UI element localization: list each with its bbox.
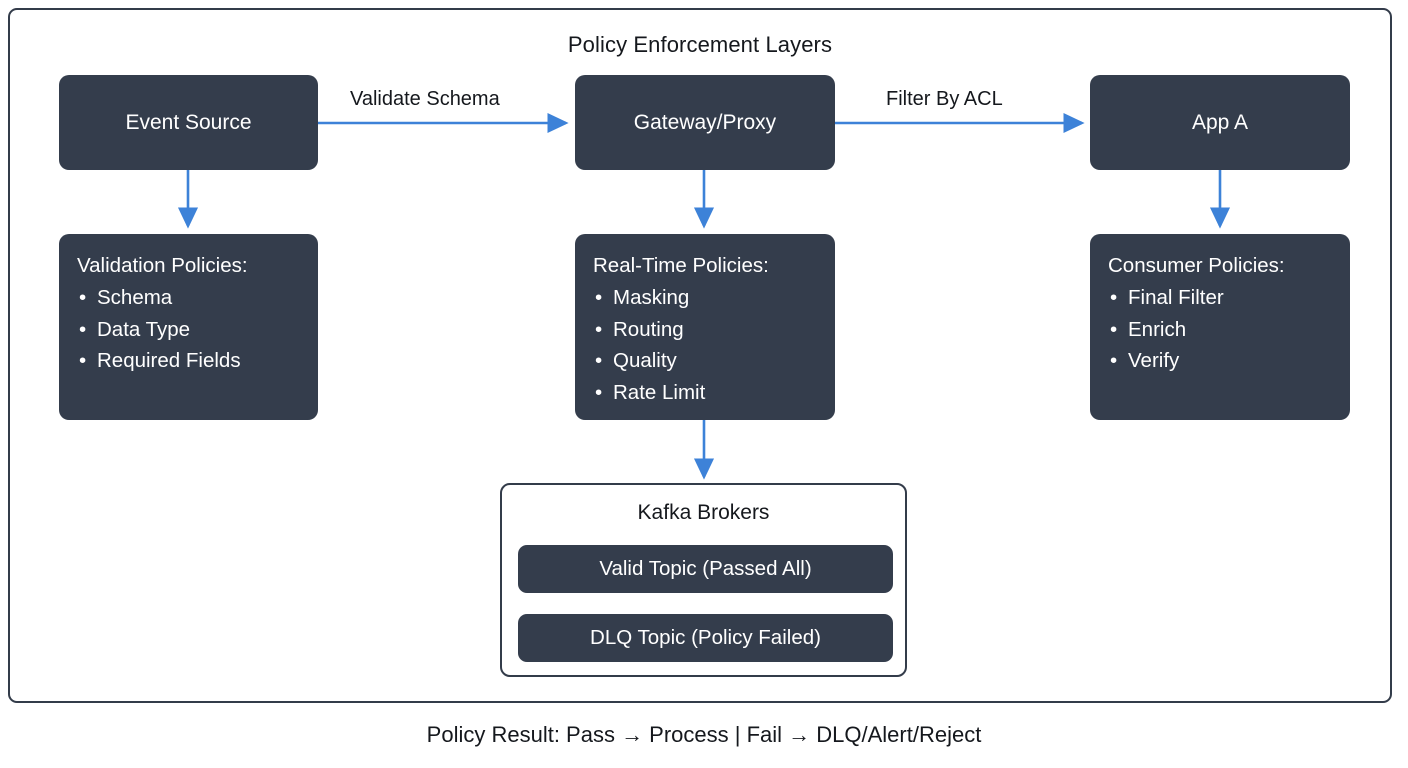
edge-label-validate-schema: Validate Schema [350, 88, 500, 110]
topic-dlq[interactable]: DLQ Topic (Policy Failed) [518, 614, 893, 662]
list-item: Masking [593, 282, 817, 314]
node-event-source[interactable]: Event Source [59, 75, 318, 170]
node-gateway-proxy-label: Gateway/Proxy [633, 110, 777, 134]
list-item: Final Filter [1108, 282, 1332, 314]
edge-label-filter-by-acl: Filter By ACL [886, 88, 1003, 110]
list-item: Enrich [1108, 314, 1332, 346]
topic-dlq-label: DLQ Topic (Policy Failed) [590, 626, 821, 649]
node-event-source-label: Event Source [125, 110, 252, 134]
topic-valid-label: Valid Topic (Passed All) [599, 557, 812, 580]
validation-policies-title: Validation Policies: [77, 254, 248, 277]
list-item: Rate Limit [593, 377, 817, 409]
node-validation-policies[interactable]: Validation Policies: Schema Data Type Re… [59, 234, 318, 420]
node-app-a[interactable]: App A [1090, 75, 1350, 170]
topic-valid[interactable]: Valid Topic (Passed All) [518, 545, 893, 593]
node-consumer-policies[interactable]: Consumer Policies: Final Filter Enrich V… [1090, 234, 1350, 420]
list-item: Schema [77, 282, 300, 314]
node-realtime-policies[interactable]: Real-Time Policies: Masking Routing Qual… [575, 234, 835, 420]
realtime-policies-list: Masking Routing Quality Rate Limit [593, 282, 817, 409]
group-kafka-brokers: Kafka Brokers Valid Topic (Passed All) D… [500, 483, 907, 677]
diagram-title: Policy Enforcement Layers [567, 32, 833, 57]
node-app-a-label: App A [1191, 110, 1249, 134]
list-item: Required Fields [77, 345, 300, 377]
policy-result-caption: Policy Result: Pass → Process | Fail → D… [426, 722, 982, 747]
list-item: Quality [593, 345, 817, 377]
consumer-policies-list: Final Filter Enrich Verify [1108, 282, 1332, 377]
validation-policies-list: Schema Data Type Required Fields [77, 282, 300, 377]
consumer-policies-title: Consumer Policies: [1108, 254, 1285, 277]
node-gateway-proxy[interactable]: Gateway/Proxy [575, 75, 835, 170]
kafka-brokers-title: Kafka Brokers [637, 501, 770, 524]
list-item: Verify [1108, 345, 1332, 377]
list-item: Data Type [77, 314, 300, 346]
realtime-policies-title: Real-Time Policies: [593, 254, 769, 277]
list-item: Routing [593, 314, 817, 346]
